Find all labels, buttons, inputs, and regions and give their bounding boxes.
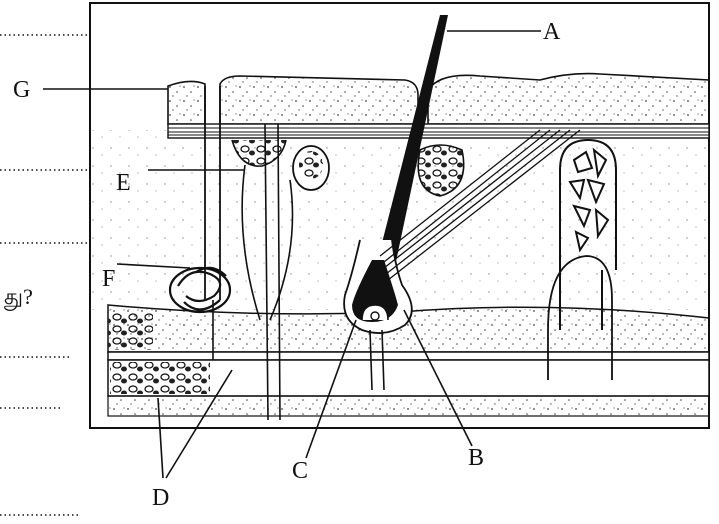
- label-E: E: [116, 170, 131, 196]
- label-C: C: [292, 458, 308, 484]
- answer-dotted-lines: [0, 35, 95, 515]
- question-fragment: து?: [4, 284, 33, 311]
- adipose-cells-upper: [108, 312, 153, 350]
- label-G: G: [13, 77, 30, 103]
- fat-layer: [108, 352, 709, 360]
- touch-receptor-core: [299, 151, 323, 179]
- epidermis-layer: [168, 81, 205, 124]
- label-B: B: [468, 445, 484, 471]
- epidermis-layer-right: [428, 74, 709, 124]
- epidermis-layer-middle: [220, 76, 418, 124]
- label-A: A: [543, 19, 561, 45]
- label-D: D: [152, 485, 169, 511]
- malpighian-layer: [168, 124, 709, 138]
- label-F: F: [102, 266, 115, 292]
- adipose-cells: [110, 362, 210, 394]
- bottom-band: [108, 396, 709, 416]
